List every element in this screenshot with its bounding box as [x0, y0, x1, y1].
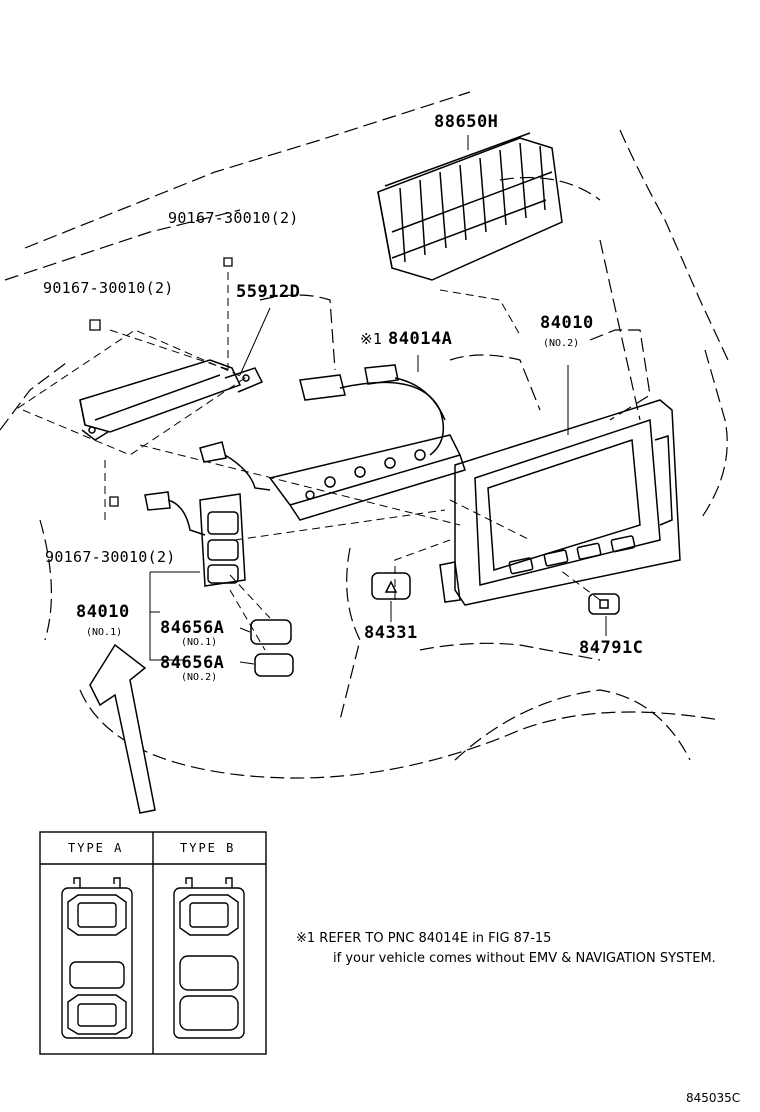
label-84656a-no2: 84656A — [160, 653, 225, 673]
label-90167-top: 90167-30010(2) — [168, 209, 299, 227]
label-84014a-mark: ※1 — [360, 330, 383, 348]
part-84791c-switch — [588, 593, 620, 615]
screw-fasteners — [89, 257, 233, 507]
type-b-header: TYPE B — [180, 841, 236, 855]
label-88650h: 88650H — [434, 112, 499, 132]
part-88650h-grille — [377, 132, 563, 281]
part-84331-hazard — [371, 572, 411, 600]
label-84014a: 84014A — [388, 329, 453, 349]
part-55912d-bracket — [79, 359, 264, 441]
label-84656a-no2-sub: (NO.2) — [181, 672, 218, 683]
label-84010-no1: 84010 — [76, 602, 130, 622]
type-a-header: TYPE A — [68, 841, 124, 855]
label-84656a-no1-sub: (NO.1) — [181, 637, 218, 648]
label-90167-bottom: 90167-30010(2) — [45, 548, 176, 566]
dashboard-outline — [0, 91, 729, 779]
reference-arrow — [89, 643, 156, 814]
footnote-line-1: ※1 REFER TO PNC 84014E in FIG 87-15 — [296, 931, 552, 946]
label-84010-no2-sub: (NO.2) — [543, 338, 580, 349]
figure-id: 845035C — [686, 1091, 741, 1105]
label-84331: 84331 — [364, 623, 418, 643]
alignment-lines — [16, 272, 601, 651]
type-table — [39, 831, 267, 1055]
label-55912d: 55912D — [236, 282, 301, 302]
part-84656a-knobs — [250, 619, 294, 677]
type-a-switch-drawing — [61, 877, 133, 1039]
label-84010-no2: 84010 — [540, 313, 594, 333]
label-84010-no1-sub: (NO.1) — [86, 627, 123, 638]
type-b-switch-drawing — [173, 877, 245, 1039]
label-84656a-no1: 84656A — [160, 618, 225, 638]
part-84010-no1-switch — [144, 491, 246, 587]
label-84791c: 84791C — [579, 638, 644, 658]
label-90167-left: 90167-30010(2) — [43, 279, 174, 297]
part-84010-no2-panel — [439, 399, 681, 606]
footnote-line-2: if your vehicle comes without EMV & NAVI… — [333, 951, 716, 966]
